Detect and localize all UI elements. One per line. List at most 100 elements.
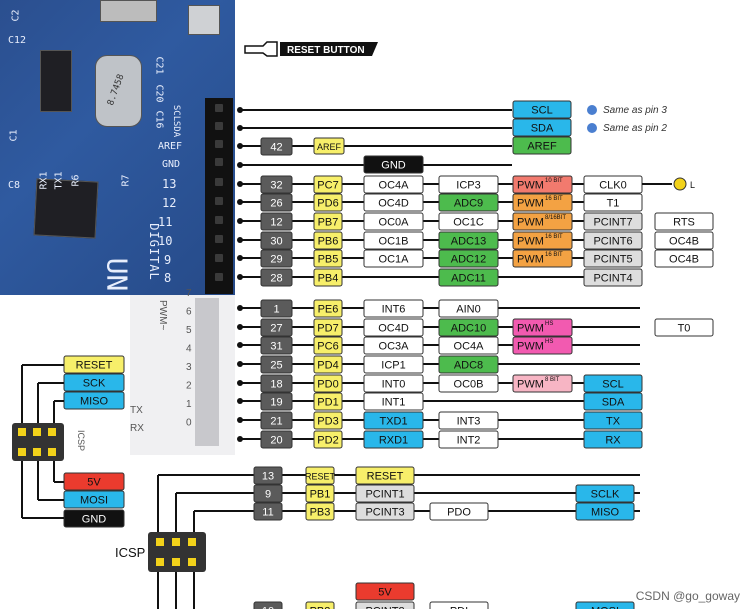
- bottom-row-f1-5-box: [363, 392, 424, 411]
- bottom-row-f3-6-box: [583, 411, 643, 430]
- top-row-f3-3: PCINT6: [593, 236, 632, 248]
- silk-pin-11: 11: [158, 215, 173, 229]
- pointing-hand-icon: [244, 41, 278, 57]
- bottom-row-f1-6-box: [363, 411, 424, 430]
- icsp-bottom-f1: PCINT2: [365, 606, 404, 609]
- top-row-pwm-1: PWM: [517, 198, 544, 210]
- bottom-row-f2-7-box: [438, 430, 499, 449]
- icsp-num-2: 11: [262, 507, 273, 519]
- bottom-row-f3-7: RX: [605, 435, 621, 447]
- bottom-row-port-4: PD0: [317, 379, 338, 391]
- top-row-f1-0: OC4A: [379, 180, 410, 192]
- top-row-f1-3-box: [363, 231, 424, 250]
- icsp-bottom-5v-box: [355, 582, 415, 601]
- bottom-row-pwm-1: PWM: [517, 323, 544, 335]
- icsp-pin: [18, 448, 26, 456]
- icsp-pin: [48, 428, 56, 436]
- top-row-port-0: PC7: [317, 180, 338, 192]
- aref-port: AREF: [317, 142, 342, 152]
- bottom-row-num-2: 31: [270, 341, 282, 353]
- bottom-row-num-6-box: [260, 411, 293, 430]
- top-row-f3-0: CLK0: [599, 180, 627, 192]
- icsp-f1-2: PCINT3: [365, 507, 404, 519]
- scl-top-label-box: [512, 100, 572, 119]
- connector-dot: [237, 274, 243, 280]
- top-row-port-2-box: [313, 212, 343, 231]
- icsp-num-1: 9: [265, 489, 271, 501]
- silk-c8: C8: [8, 180, 21, 191]
- pin-hole: [215, 122, 223, 130]
- silk-pwm: PWM~: [157, 300, 168, 330]
- icsp-f1-2-box: [355, 502, 415, 521]
- bottom-row-f1-5: INT1: [382, 397, 406, 409]
- top-row-f2-4-box: [438, 249, 499, 268]
- icsp-f1-1-box: [355, 484, 415, 503]
- pin-hole: [215, 235, 223, 243]
- icsp-port-1: PB1: [310, 489, 331, 501]
- top-row-pwm-3-bits: 16 BIT: [545, 234, 563, 240]
- bottom-row-num-1-box: [260, 318, 293, 337]
- bottom-row-num-7-box: [260, 430, 293, 449]
- silk-c12: C12: [8, 35, 27, 46]
- bottom-row-port-6-box: [313, 411, 343, 430]
- bottom-row-port-2-box: [313, 336, 343, 355]
- aref-port-box: [313, 137, 345, 155]
- pin-hole: [215, 104, 223, 112]
- icsp-f3-1: SCLK: [591, 489, 620, 501]
- silk-pin-3: 3: [186, 362, 192, 373]
- bottom-row-f1-0-box: [363, 299, 424, 318]
- top-row-f2-3-box: [438, 231, 499, 250]
- bottom-row-f1-2-box: [363, 336, 424, 355]
- icsp-bottom-5v: 5V: [378, 587, 392, 599]
- crystal: [95, 55, 142, 127]
- icsp-bottom-port: PB2: [310, 606, 331, 609]
- bottom-row-f1-7: RXD1: [379, 435, 408, 447]
- top-row-pwm-3: PWM: [517, 236, 544, 248]
- connector-dot: [237, 436, 243, 442]
- top-row-pwm-2-bits: 8/16BIT: [545, 215, 566, 221]
- bottom-row-f1-3: ICP1: [381, 360, 405, 372]
- top-row-f2-4: ADC12: [451, 254, 486, 266]
- bottom-row-port-0-box: [313, 299, 343, 318]
- top-row-f3-2: PCINT7: [593, 217, 632, 229]
- bottom-row-f2-4: OC0B: [454, 379, 484, 391]
- top-row-num-4: 29: [270, 254, 282, 266]
- sda-top-label: SDA: [531, 123, 554, 135]
- connector-dot: [237, 107, 243, 113]
- icsp-title: ICSP: [115, 545, 145, 560]
- top-row-f2-2-box: [438, 212, 499, 231]
- silk-pin-8: 8: [164, 271, 172, 285]
- icsp-bottom-f3: MOSI: [591, 606, 619, 609]
- icsp-pin: [172, 558, 180, 566]
- silk-pin-7: 7: [186, 288, 192, 299]
- bottom-row-num-4: 18: [270, 379, 282, 391]
- connector-dot: [237, 218, 243, 224]
- silk-tx: TX: [130, 405, 143, 416]
- top-row-num-1-box: [260, 193, 293, 212]
- top-row-f4-3: OC4B: [669, 236, 699, 248]
- top-row-f1-4: OC1A: [379, 254, 410, 266]
- pin-hole: [215, 178, 223, 186]
- bottom-row-f2-7: INT2: [457, 435, 481, 447]
- top-row-f3-4-box: [583, 249, 643, 268]
- top-row-pwm-2: PWM: [517, 217, 544, 229]
- bottom-row-f2-3: ADC8: [454, 360, 483, 372]
- note-pin2: Same as pin 2: [603, 123, 667, 134]
- watermark: CSDN @go_goway: [635, 589, 740, 603]
- top-row-f2-5: ADC11: [451, 273, 486, 285]
- top-row-f2-2: OC1C: [453, 217, 484, 229]
- pin-hole: [215, 273, 223, 281]
- top-row-f1-0-box: [363, 175, 424, 194]
- bottom-row-port-6: PD3: [317, 416, 338, 428]
- bottom-row-f3-7-box: [583, 430, 643, 449]
- top-row-f4-4-box: [654, 249, 714, 268]
- silk-pin-6: 6: [186, 307, 192, 318]
- icsp-f3-2-box: [575, 502, 635, 521]
- top-row-f2-0-box: [438, 175, 499, 194]
- top-row-port-2: PB7: [318, 217, 339, 229]
- bottom-row-port-7-box: [313, 430, 343, 449]
- bottom-row-f3-6: TX: [606, 416, 621, 428]
- bottom-row-f4-1: T0: [678, 323, 691, 335]
- silk-pin-5: 5: [186, 325, 192, 336]
